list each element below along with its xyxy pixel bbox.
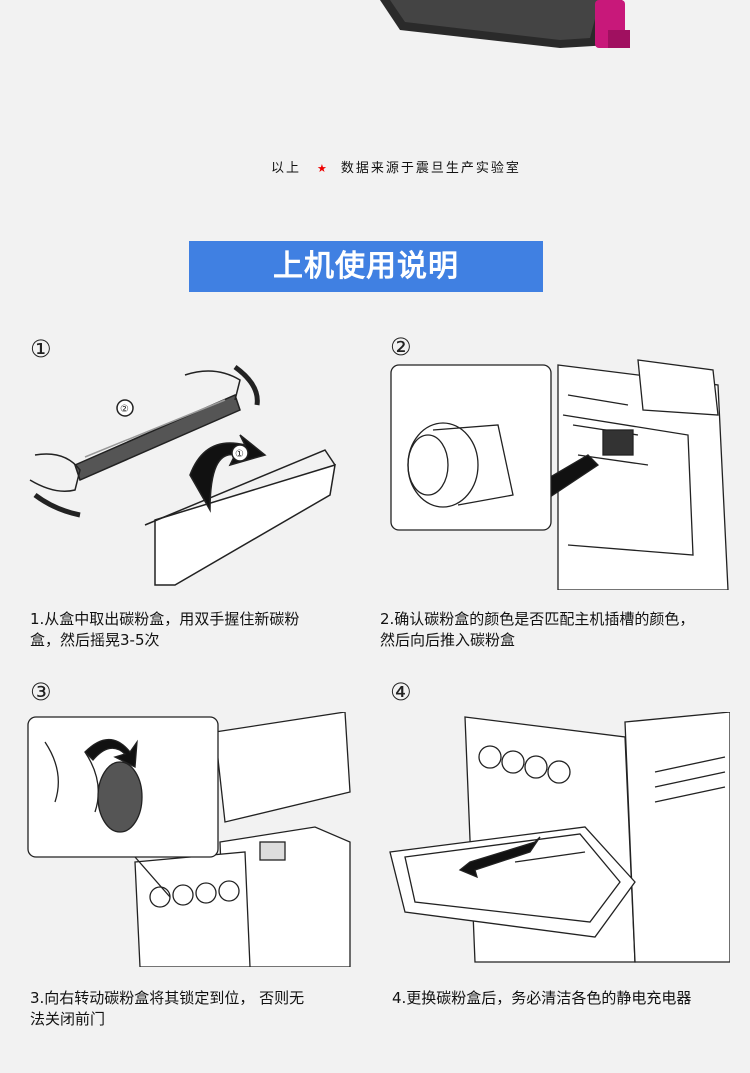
step-2-number: ② [390,333,412,361]
step-4-illustration [389,712,730,963]
step-2-illustration [390,359,729,590]
data-source-note: 以上★数据来源于震旦生产实验室 [271,161,521,176]
figure-label-1: ① [235,449,244,460]
step-3-number: ③ [30,678,52,706]
step-1-caption: 1.从盒中取出碳粉盒，用双手握住新碳粉盒，然后摇晃3-5次 [30,610,300,649]
step-3-caption: 3.向右转动碳粉盒将其锁定到位， 否则无法关闭前门 [30,989,305,1028]
star-icon: ★ [317,162,329,175]
step-2-caption: 2.确认碳粉盒的颜色是否匹配主机插槽的颜色，然后向后推入碳粉盒 [380,610,695,649]
step-3-illustration [27,712,351,967]
figure-label-2: ② [120,404,129,415]
step-4-caption: 4.更换碳粉盒后，务必清洁各色的静电充电器 [392,989,692,1007]
step-4-number: ④ [390,678,412,706]
step-1-number: ① [30,335,52,363]
section-title-banner: 上机使用说明 [189,241,543,292]
step-1-illustration: ② ① [29,364,336,586]
toner-cartridge-image [380,0,630,48]
